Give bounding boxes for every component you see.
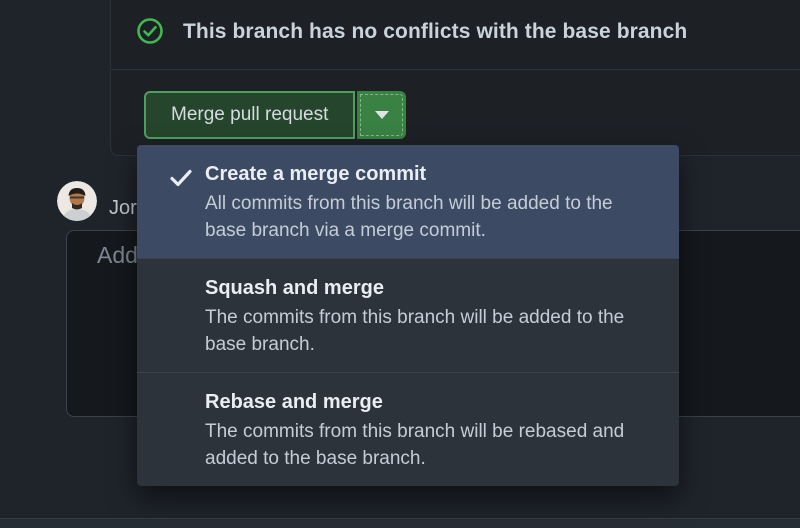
menu-item-description: The commits from this branch will be reb… bbox=[205, 418, 651, 472]
merge-pull-request-button[interactable]: Merge pull request bbox=[144, 91, 356, 139]
menu-item-title: Squash and merge bbox=[205, 277, 384, 299]
description-line: base branch. bbox=[205, 334, 315, 355]
avatar[interactable] bbox=[57, 181, 97, 221]
description-line: The commits from this branch will be add… bbox=[205, 307, 625, 328]
menu-item-squash-and-merge[interactable]: Squash and merge The commits from this b… bbox=[137, 258, 679, 372]
description-line: The commits from this branch will be reb… bbox=[205, 421, 625, 442]
menu-item-rebase-and-merge[interactable]: Rebase and merge The commits from this b… bbox=[137, 372, 679, 486]
merge-status-message: This branch has no conflicts with the ba… bbox=[183, 20, 688, 43]
menu-item-description: All commits from this branch will be add… bbox=[205, 190, 651, 244]
comment-placeholder-text: Add bbox=[97, 242, 138, 268]
menu-item-create-merge-commit[interactable]: Create a merge commit All commits from t… bbox=[137, 145, 679, 258]
page-section-divider bbox=[0, 518, 800, 528]
menu-item-title: Create a merge commit bbox=[205, 163, 427, 185]
description-line: All commits from this branch will be add… bbox=[205, 193, 613, 214]
merge-status-box: This branch has no conflicts with the ba… bbox=[110, 0, 800, 156]
description-line: added to the base branch. bbox=[205, 448, 426, 469]
description-line: base branch via a merge commit. bbox=[205, 220, 486, 241]
check-icon bbox=[168, 165, 194, 191]
merge-button-group: Merge pull request bbox=[144, 91, 407, 139]
menu-item-description: The commits from this branch will be add… bbox=[205, 304, 651, 358]
comment-author-name[interactable]: Jor bbox=[109, 197, 137, 219]
merge-status-row: This branch has no conflicts with the ba… bbox=[111, 0, 800, 69]
merge-options-menu: Create a merge commit All commits from t… bbox=[137, 145, 679, 486]
check-circle-icon bbox=[136, 17, 164, 45]
chevron-down-icon bbox=[374, 111, 389, 119]
merge-button-row: Merge pull request bbox=[111, 69, 800, 155]
menu-item-title: Rebase and merge bbox=[205, 391, 383, 413]
merge-options-toggle[interactable] bbox=[357, 91, 407, 139]
